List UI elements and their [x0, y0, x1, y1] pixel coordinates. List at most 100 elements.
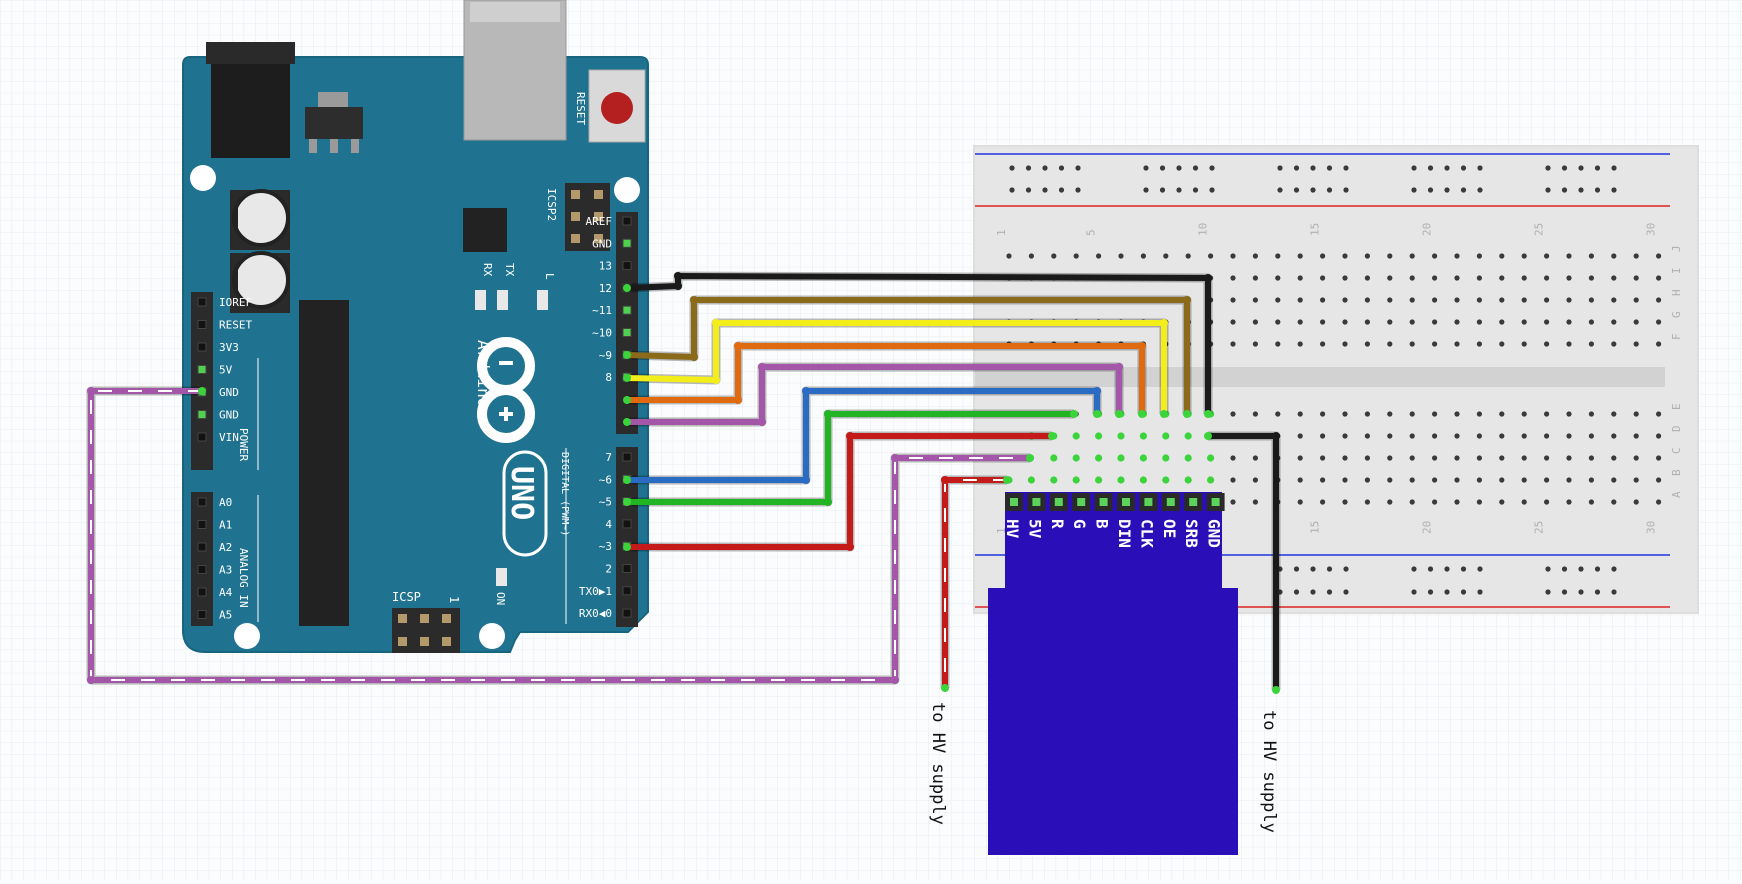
rx-led-label: RX	[481, 263, 494, 277]
rail-hole	[1427, 187, 1434, 193]
rail-hole	[1578, 187, 1584, 193]
module-pin-contact	[1211, 498, 1220, 506]
breadboard-hole	[1387, 455, 1393, 461]
row-letter: D	[1670, 425, 1683, 432]
breadboard-hole	[1342, 477, 1348, 483]
row-letter: E	[1670, 403, 1683, 410]
wire-end	[623, 543, 631, 551]
breadboard-hole	[1342, 275, 1348, 281]
breadboard-hole	[1320, 499, 1326, 505]
rail-hole	[1594, 165, 1601, 171]
usb-connector	[463, 0, 567, 141]
rail-hole	[1143, 165, 1149, 171]
mounting-hole	[479, 623, 505, 649]
row-letter: J	[1670, 245, 1683, 252]
rail-hole	[1427, 165, 1434, 171]
breadboard-hole	[1409, 499, 1415, 505]
breadboard-hole	[1588, 253, 1594, 259]
breadboard-hole	[1387, 499, 1393, 505]
wire-bend	[941, 476, 949, 484]
module-pin-contact	[1077, 498, 1086, 506]
pin-label: ~6	[599, 473, 612, 486]
rail-hole	[1545, 566, 1551, 572]
breadboard-hole	[1656, 433, 1662, 439]
breadboard-hole	[1297, 275, 1303, 281]
icsp-label: ICSP	[392, 590, 421, 604]
header-pin	[197, 565, 207, 574]
breadboard-hole	[1275, 297, 1281, 303]
rail-hole	[1343, 187, 1349, 193]
column-number: 15	[1309, 521, 1322, 534]
rail-hole	[1611, 589, 1617, 595]
pin-label: 8	[605, 371, 612, 384]
breadboard-hole	[1320, 411, 1326, 417]
breadboard-hole	[1588, 341, 1594, 347]
breadboard-hole	[1252, 341, 1258, 347]
rail-hole	[1293, 566, 1300, 572]
breadboard-hole	[1364, 411, 1370, 417]
breadboard-hole	[1387, 275, 1393, 281]
breadboard-hole	[1364, 477, 1370, 483]
breadboard-hole	[1096, 253, 1102, 259]
breadboard-hole	[1409, 341, 1415, 347]
rail-hole	[1343, 165, 1349, 171]
rail-hole	[1025, 165, 1032, 171]
breadboard-hole	[1588, 433, 1594, 439]
breadboard-hole	[1320, 275, 1326, 281]
header-pin	[197, 320, 207, 329]
breadboard-hole	[1028, 253, 1034, 259]
on-led-label: ON	[494, 592, 507, 605]
header-pin	[197, 365, 207, 374]
header-pin	[197, 342, 207, 352]
breadboard-hole	[1364, 319, 1370, 325]
breadboard-hole	[1139, 432, 1147, 440]
rail-hole	[1578, 566, 1584, 572]
header-pin	[622, 261, 632, 271]
center-channel	[975, 367, 1665, 387]
wire-end	[1160, 410, 1168, 418]
breadboard-hole	[1476, 477, 1482, 483]
breadboard-hole	[1320, 297, 1326, 303]
module-header	[1005, 493, 1225, 511]
rail-hole	[1277, 187, 1283, 193]
wire-end	[1070, 410, 1078, 418]
breadboard-hole	[1230, 477, 1236, 483]
breadboard-hole	[1162, 432, 1170, 440]
breadboard-hole	[1544, 455, 1550, 461]
pin-label: ~11	[592, 304, 612, 317]
breadboard-hole	[1184, 454, 1192, 462]
rail-hole	[1058, 187, 1065, 193]
breadboard-hole	[1230, 341, 1236, 347]
column-numbers: 115510101515202025253030	[995, 223, 1658, 534]
uno-label: UNO	[504, 466, 539, 520]
power-header	[191, 292, 213, 470]
breadboard-hole	[1118, 253, 1124, 259]
rail-hole	[1009, 187, 1015, 193]
rail-hole	[1075, 187, 1081, 193]
breadboard-hole	[1476, 341, 1482, 347]
breadboard-hole	[1588, 499, 1594, 505]
breadboard-hole	[1656, 477, 1662, 483]
module-pin-label: GND	[1205, 519, 1224, 548]
row-letter: G	[1670, 311, 1683, 318]
breadboard-hole	[1566, 455, 1572, 461]
wire-end	[1183, 410, 1191, 418]
arduino-brand-label: Arduino	[474, 340, 493, 407]
usb-chip	[463, 208, 507, 252]
breadboard-hole	[1588, 411, 1594, 417]
breadboard-hole	[1499, 341, 1505, 347]
breadboard-hole	[1342, 411, 1348, 417]
rail-hole	[1176, 187, 1182, 193]
breadboard-hole	[1342, 319, 1348, 325]
module-pin-contact	[1010, 498, 1018, 506]
breadboard-hole	[1476, 297, 1482, 303]
breadboard-hole	[1297, 477, 1303, 483]
reset-button-cap[interactable]	[601, 92, 633, 124]
breadboard-hole	[1588, 275, 1594, 281]
breadboard-hole	[1566, 477, 1572, 483]
header-pin	[622, 564, 632, 573]
wire-end	[1204, 410, 1212, 418]
